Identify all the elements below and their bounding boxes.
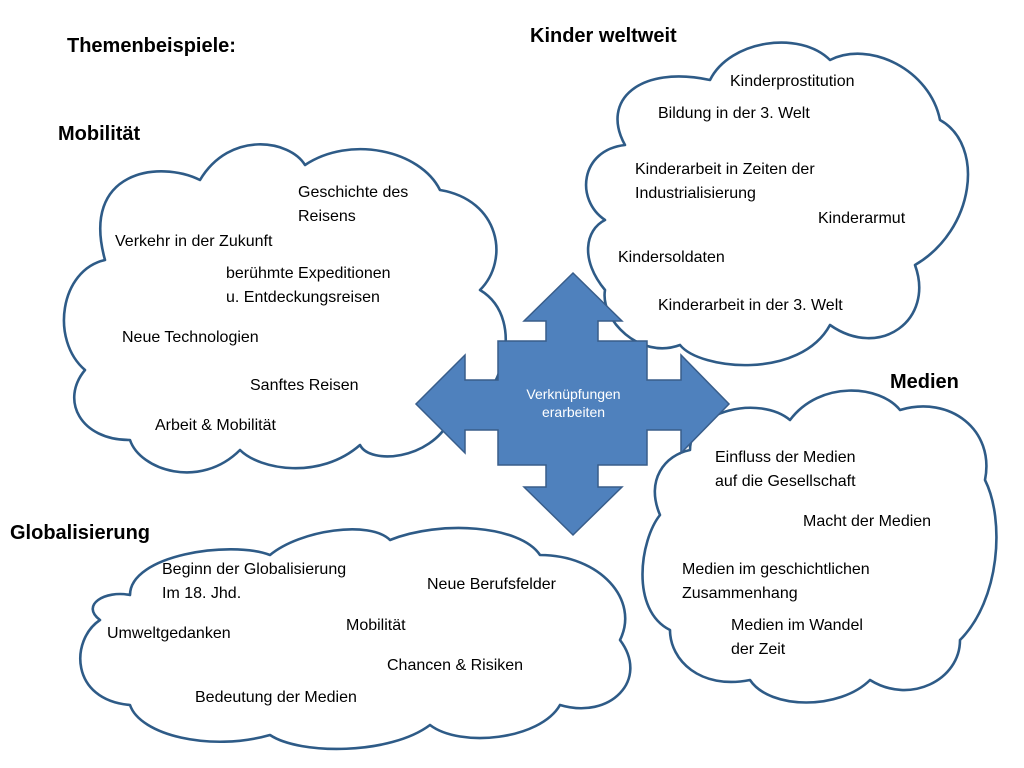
topic-mobilitaet: Verkehr in der Zukunft	[115, 233, 273, 250]
topic-kinder: Kindersoldaten	[618, 249, 725, 266]
topic-kinder: Kinderarbeit in Zeiten der Industrialisi…	[635, 161, 815, 202]
cloud-medien	[641, 389, 998, 704]
topic-kinder: Kinderprostitution	[730, 73, 855, 90]
center-label: Verknüpfungen erarbeiten	[526, 386, 621, 420]
topic-medien: Medien im Wandel der Zeit	[731, 617, 863, 658]
topic-medien: Einfluss der Medien auf die Gesellschaft	[715, 449, 856, 490]
topic-kinder: Bildung in der 3. Welt	[658, 105, 810, 122]
cloud-globalisierung	[79, 526, 632, 751]
topic-globalisierung: Umweltgedanken	[107, 625, 231, 642]
topic-mobilitaet: Sanftes Reisen	[250, 377, 359, 394]
heading-mobilitaet: Mobilität	[58, 123, 141, 145]
topic-mobilitaet: Geschichte des Reisens	[298, 184, 409, 225]
topic-mobilitaet: Arbeit & Mobilität	[155, 417, 276, 434]
topic-globalisierung: Neue Berufsfelder	[427, 576, 556, 593]
heading-medien: Medien	[890, 371, 959, 393]
topic-globalisierung: Bedeutung der Medien	[195, 689, 357, 706]
topic-globalisierung: Mobilität	[346, 617, 406, 634]
topic-globalisierung: Beginn der Globalisierung Im 18. Jhd.	[162, 561, 347, 602]
heading-kinder: Kinder weltweit	[530, 25, 677, 47]
topic-kinder: Kinderarmut	[818, 210, 906, 227]
cloud-kinder	[584, 41, 970, 367]
topic-mobilitaet: Neue Technologien	[122, 329, 259, 346]
topic-kinder: Kinderarbeit in der 3. Welt	[658, 297, 843, 314]
heading-globalisierung: Globalisierung	[10, 522, 151, 544]
topic-globalisierung: Chancen & Risiken	[387, 657, 524, 674]
four-way-arrow-icon	[414, 271, 731, 537]
page-title: Themenbeispiele:	[67, 35, 236, 57]
topic-medien: Macht der Medien	[803, 513, 932, 530]
topic-medien: Medien im geschichtlichen Zusammenhang	[682, 561, 870, 602]
topic-mobilitaet: berühmte Expeditionen u. Entdeckungsreis…	[226, 265, 391, 306]
